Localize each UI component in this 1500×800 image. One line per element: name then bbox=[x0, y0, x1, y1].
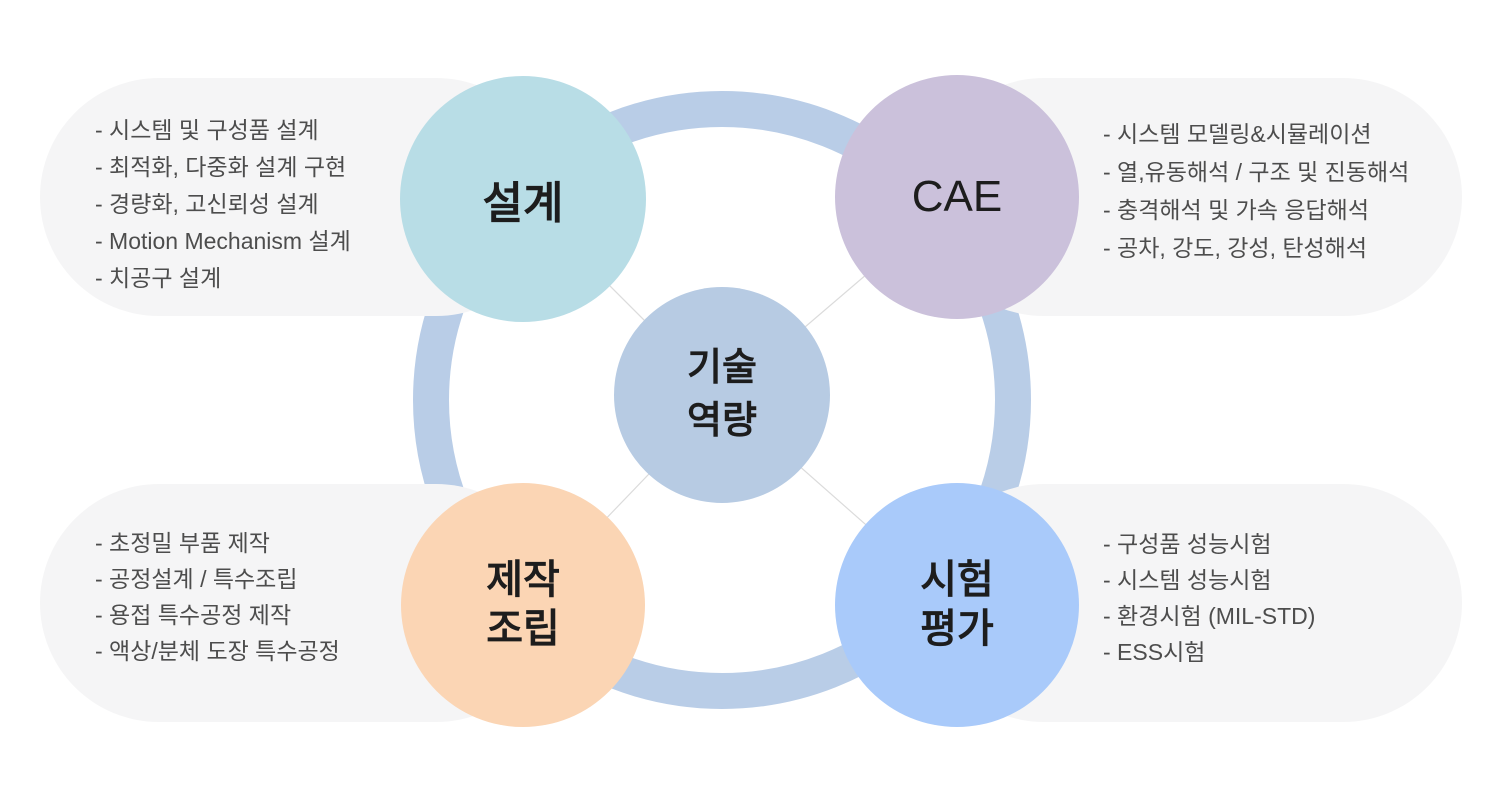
manufacturing-item-list: - 초정밀 부품 제작 - 공정설계 / 특수조립 - 용접 특수공정 제작 -… bbox=[95, 525, 340, 669]
list-item: - 초정밀 부품 제작 bbox=[95, 530, 270, 556]
design-item-list: - 시스템 및 구성품 설계 - 최적화, 다중화 설계 구현 - 경량화, 고… bbox=[95, 112, 351, 297]
list-item: - 열,유동해석 / 구조 및 진동해석 bbox=[1103, 159, 1410, 185]
list-item: - 공차, 강도, 강성, 탄성해석 bbox=[1103, 235, 1367, 261]
list-item: - 액상/분체 도장 특수공정 bbox=[95, 638, 340, 664]
circle-cae-label: CAE bbox=[911, 172, 1003, 221]
list-item: - 구성품 성능시험 bbox=[1103, 531, 1272, 557]
list-item: - 공정설계 / 특수조립 bbox=[95, 566, 298, 592]
testing-item-list: - 구성품 성능시험 - 시스템 성능시험 - 환경시험 (MIL-STD) -… bbox=[1103, 526, 1315, 670]
list-item: - 최적화, 다중화 설계 구현 bbox=[95, 154, 347, 180]
circle-testing: 시험 평가 bbox=[835, 483, 1079, 727]
circle-manufacturing-label-line2: 조립 bbox=[486, 607, 560, 651]
circle-center-hub: 기술 역량 bbox=[614, 287, 830, 503]
list-item: - 시스템 성능시험 bbox=[1103, 567, 1272, 593]
circle-manufacturing-label-line1: 제작 bbox=[486, 558, 560, 602]
hub-label-line1: 기술 bbox=[687, 347, 757, 389]
cae-item-list: - 시스템 모델링&시뮬레이션 - 열,유동해석 / 구조 및 진동해석 - 충… bbox=[1103, 115, 1409, 267]
circle-design: 설계 bbox=[400, 76, 646, 322]
list-item: - 경량화, 고신뢰성 설계 bbox=[95, 191, 319, 217]
list-item: - 시스템 및 구성품 설계 bbox=[95, 117, 319, 143]
circle-manufacturing: 제작 조립 bbox=[401, 483, 645, 727]
list-item: - 시스템 모델링&시뮬레이션 bbox=[1103, 121, 1372, 147]
list-item: - 치공구 설계 bbox=[95, 265, 222, 291]
list-item: - 환경시험 (MIL-STD) bbox=[1103, 603, 1316, 629]
circle-design-label: 설계 bbox=[482, 179, 564, 228]
hub-label-line2: 역량 bbox=[687, 400, 757, 442]
hub-label: 기술 역량 bbox=[687, 342, 757, 448]
list-item: - ESS시험 bbox=[1103, 639, 1206, 665]
list-item: - 용접 특수공정 제작 bbox=[95, 602, 292, 628]
circle-testing-label-line2: 평가 bbox=[920, 607, 994, 651]
circle-cae: CAE bbox=[835, 75, 1079, 319]
circle-testing-label-line1: 시험 bbox=[920, 558, 994, 602]
list-item: - Motion Mechanism 설계 bbox=[95, 228, 351, 254]
circle-manufacturing-label: 제작 조립 bbox=[486, 556, 560, 654]
circle-testing-label: 시험 평가 bbox=[920, 556, 994, 654]
list-item: - 충격해석 및 가속 응답해석 bbox=[1103, 197, 1369, 223]
